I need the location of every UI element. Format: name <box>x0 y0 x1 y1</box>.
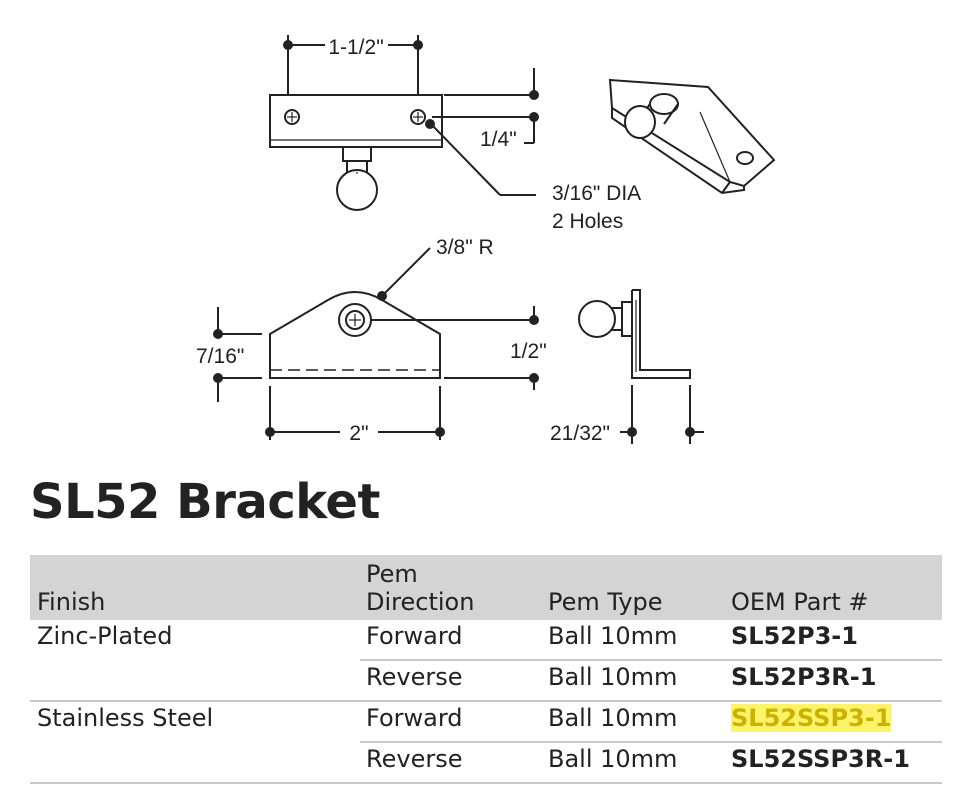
dim-side-depth-label: 21/32" <box>550 422 610 445</box>
front-view <box>213 247 539 440</box>
cell-finish: Stainless Steel <box>37 704 214 733</box>
hole-note-line1: 3/16" DIA <box>552 182 641 205</box>
cell-direction: Forward <box>360 620 542 662</box>
table-row: Stainless Steel Forward Ball 10mm SL52SS… <box>30 701 942 744</box>
cell-pem-type: Ball 10mm <box>542 701 725 744</box>
dim-base-width-label: 2" <box>349 422 368 445</box>
table-header-row: Finish Pem Direction Pem Type OEM Part # <box>30 555 942 621</box>
cell-finish <box>30 742 360 785</box>
radius-note-label: 3/8" R <box>436 236 494 259</box>
dim-width-top-label: 1-1/2" <box>328 36 383 59</box>
dim-quarter-label: 1/4" <box>480 128 517 151</box>
highlighted-part-number: SL52SSP3-1 <box>731 704 892 733</box>
cell-pem-type: Ball 10mm <box>542 660 725 703</box>
parts-table: Finish Pem Direction Pem Type OEM Part #… <box>30 555 942 785</box>
header-pem-direction-line2: Direction <box>366 587 475 616</box>
table-row: Zinc-Plated Forward Ball 10mm SL52P3-1 <box>30 620 942 662</box>
cell-finish <box>30 660 360 703</box>
side-view <box>578 289 704 444</box>
table-row: Reverse Ball 10mm SL52P3R-1 <box>30 660 942 703</box>
header-oem-part: OEM Part # <box>725 555 942 621</box>
cell-oem-part: SL52P3-1 <box>725 620 942 662</box>
isometric-view <box>608 78 776 195</box>
cell-pem-type: Ball 10mm <box>542 620 725 662</box>
technical-drawing: 1-1/2" 1/4" 3/16" DIA 2 Holes 3/8" R 7/1… <box>196 35 776 445</box>
dim-height-left-label: 7/16" <box>196 345 244 368</box>
header-pem-direction: Pem Direction <box>360 555 542 621</box>
page-title: SL52 Bracket <box>30 474 380 530</box>
header-finish: Finish <box>30 555 360 621</box>
cell-oem-part: SL52P3R-1 <box>725 660 942 703</box>
cell-pem-type: Ball 10mm <box>542 742 725 785</box>
cell-direction: Forward <box>360 701 542 744</box>
cell-oem-part: SL52SSP3R-1 <box>725 742 942 785</box>
header-pem-direction-line1: Pem <box>366 560 418 588</box>
cell-finish: Zinc-Plated <box>37 622 173 651</box>
cell-direction: Reverse <box>360 660 542 703</box>
cell-direction: Reverse <box>360 742 542 785</box>
hole-note-line2: 2 Holes <box>552 210 623 233</box>
top-view <box>269 35 539 211</box>
table-row: Reverse Ball 10mm SL52SSP3R-1 <box>30 742 942 785</box>
cell-oem-part-highlighted: SL52SSP3-1 <box>725 701 942 744</box>
dim-height-right-label: 1/2" <box>510 340 547 363</box>
header-pem-type: Pem Type <box>542 555 725 621</box>
